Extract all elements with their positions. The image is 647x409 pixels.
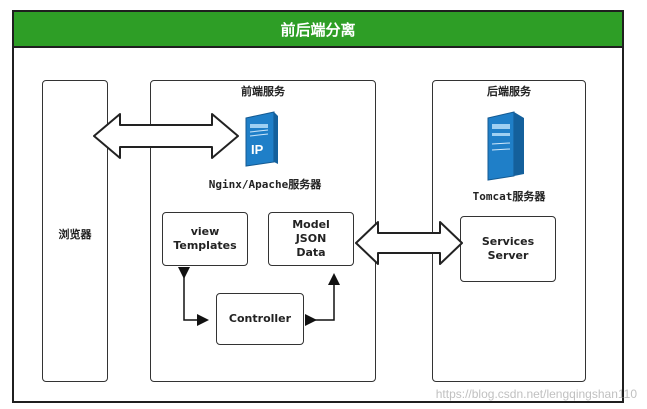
- backend-service-title: 后端服务: [487, 85, 531, 98]
- nginx-server-icon: IP: [240, 110, 280, 168]
- services-line-2: Server: [487, 249, 529, 262]
- browser-box: 浏览器: [42, 80, 108, 382]
- model-line-2: JSON: [295, 232, 327, 245]
- diagram-title: 前后端分离: [12, 10, 624, 48]
- controller-model-connector: [305, 273, 340, 326]
- controller-label: Controller: [228, 312, 292, 325]
- frontend-service-title: 前端服务: [241, 85, 285, 98]
- view-line-1: view: [190, 225, 220, 238]
- model-json-data-box: Model JSON Data: [268, 212, 354, 266]
- view-line-2: Templates: [173, 239, 237, 252]
- model-line-3: Data: [296, 246, 326, 259]
- services-server-box: Services Server: [460, 216, 556, 282]
- tomcat-server-icon: [484, 110, 528, 182]
- view-controller-connector: [178, 267, 209, 326]
- controller-box: Controller: [216, 293, 304, 345]
- nginx-server-caption: Nginx/Apache服务器: [208, 178, 322, 191]
- watermark-text: https://blog.csdn.net/lengqingshan110: [435, 387, 637, 401]
- view-templates-box: view Templates: [162, 212, 248, 266]
- browser-frontend-arrow: [93, 113, 239, 159]
- model-services-arrow: [355, 221, 463, 265]
- ip-label: IP: [251, 142, 264, 157]
- browser-label: 浏览器: [58, 228, 92, 241]
- model-line-1: Model: [292, 218, 330, 231]
- tomcat-server-caption: Tomcat服务器: [472, 190, 546, 203]
- services-line-1: Services: [481, 235, 535, 248]
